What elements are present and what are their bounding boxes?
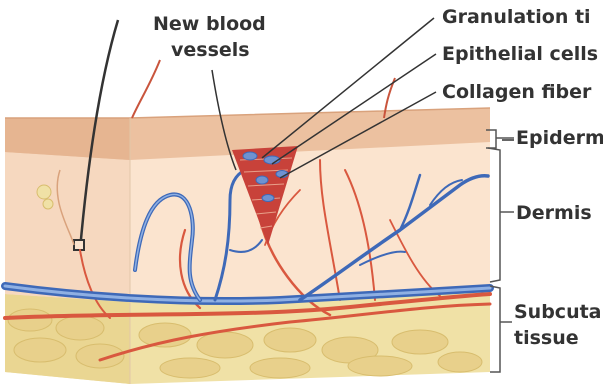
label-epidermis: Epiderm [516, 127, 603, 149]
label-new-blood-vessels-line2: vessels [171, 39, 250, 61]
label-subcutaneous-line2: tissue [514, 327, 579, 349]
label-collagen-fibers: Collagen fiber [442, 81, 592, 103]
hair-shaft [132, 60, 160, 118]
label-subcutaneous-line1: Subcuta [514, 301, 602, 323]
label-new-blood-vessels-line1: New blood [153, 13, 266, 35]
label-granulation-tissue: Granulation ti [442, 6, 591, 28]
label-epithelial-cells: Epithelial cells [442, 43, 598, 65]
layer-brackets [486, 130, 514, 372]
label-dermis: Dermis [516, 202, 592, 224]
subcutaneous-bracket [490, 286, 500, 372]
